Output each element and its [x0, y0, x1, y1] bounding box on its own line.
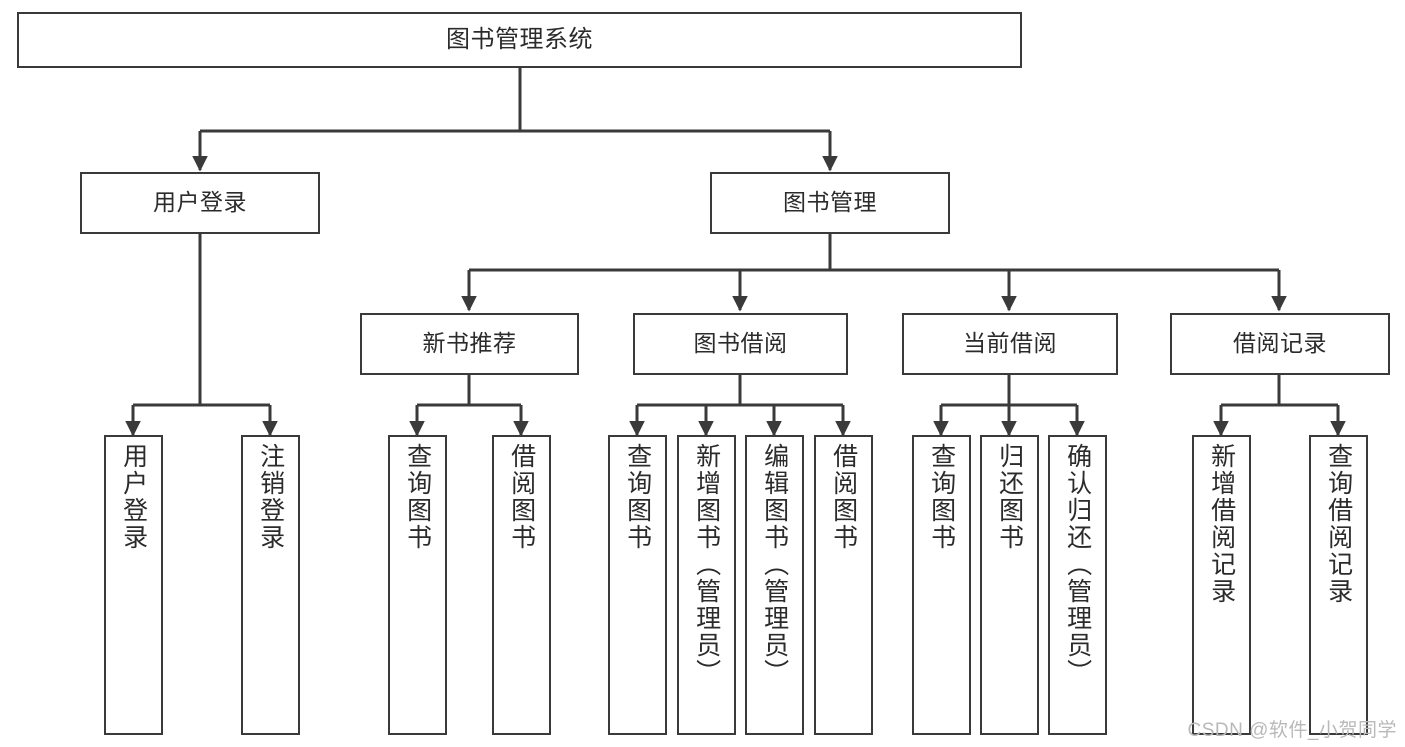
- leaf-new-book-query-book[interactable]: 查询图书: [388, 435, 447, 735]
- node-label: 当前借阅: [963, 330, 1057, 357]
- node-borrow-record[interactable]: 借阅记录: [1170, 313, 1390, 375]
- node-label: 查询图书: [623, 443, 652, 551]
- node-label: 归还图书: [995, 443, 1024, 551]
- node-label: 新增图书（管理员）: [692, 443, 721, 686]
- node-label: 借阅图书: [829, 443, 858, 551]
- leaf-borrow-query-book[interactable]: 查询图书: [608, 435, 667, 735]
- node-label: 查询图书: [403, 443, 432, 551]
- node-label: 新增借阅记录: [1207, 443, 1236, 605]
- node-label: 借阅图书: [507, 443, 536, 551]
- leaf-user-login-logout[interactable]: 注销登录: [241, 435, 300, 735]
- watermark: CSDN @软件_小贺同学: [1187, 720, 1397, 741]
- node-label: 查询借阅记录: [1324, 443, 1353, 605]
- leaf-user-login-login[interactable]: 用户登录: [104, 435, 163, 735]
- node-book-borrow[interactable]: 图书借阅: [633, 313, 848, 375]
- leaf-current-query-book[interactable]: 查询图书: [912, 435, 971, 735]
- node-root-book-management-system[interactable]: 图书管理系统: [17, 12, 1022, 68]
- leaf-borrow-add-book-admin[interactable]: 新增图书（管理员）: [677, 435, 736, 735]
- node-user-login[interactable]: 用户登录: [80, 172, 320, 234]
- node-book-management[interactable]: 图书管理: [710, 172, 950, 234]
- leaf-record-query-borrow-record[interactable]: 查询借阅记录: [1309, 435, 1368, 735]
- node-label: 图书借阅: [693, 330, 788, 357]
- node-label: 用户登录: [119, 443, 148, 551]
- node-label: 确认归还（管理员）: [1063, 443, 1092, 686]
- node-label: 查询图书: [927, 443, 956, 551]
- leaf-current-confirm-return-admin[interactable]: 确认归还（管理员）: [1048, 435, 1107, 735]
- leaf-current-return-book[interactable]: 归还图书: [980, 435, 1039, 735]
- node-label: 新书推荐: [422, 330, 517, 357]
- leaf-record-add-borrow-record[interactable]: 新增借阅记录: [1192, 435, 1251, 735]
- node-label: 编辑图书（管理员）: [760, 443, 789, 686]
- node-current-borrow[interactable]: 当前借阅: [902, 313, 1118, 375]
- leaf-new-book-borrow-book[interactable]: 借阅图书: [492, 435, 551, 735]
- leaf-borrow-edit-book-admin[interactable]: 编辑图书（管理员）: [745, 435, 804, 735]
- node-label: 图书管理: [783, 189, 877, 216]
- node-label: 借阅记录: [1233, 330, 1327, 357]
- node-label: 注销登录: [256, 443, 285, 551]
- node-label: 图书管理系统: [446, 25, 593, 53]
- leaf-borrow-borrow-book[interactable]: 借阅图书: [814, 435, 873, 735]
- node-new-book-recommend[interactable]: 新书推荐: [360, 313, 579, 375]
- node-label: 用户登录: [153, 189, 247, 216]
